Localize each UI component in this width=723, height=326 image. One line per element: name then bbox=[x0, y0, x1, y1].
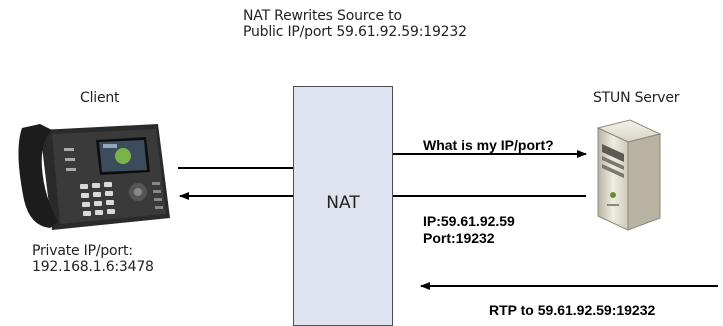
title-line-1: NAT Rewrites Source to bbox=[243, 8, 402, 24]
response-ip: IP:59.61.92.59 bbox=[423, 213, 515, 229]
private-ip-value: 192.168.1.6:3478 bbox=[32, 259, 154, 275]
server-icon bbox=[596, 119, 662, 231]
response-port: Port:19232 bbox=[423, 230, 495, 246]
nat-box bbox=[293, 86, 393, 326]
stun-server-label: STUN Server bbox=[593, 90, 680, 106]
request-message: What is my IP/port? bbox=[423, 137, 554, 153]
ip-phone-icon bbox=[18, 124, 170, 230]
nat-label: NAT bbox=[326, 193, 360, 213]
client-label: Client bbox=[80, 90, 120, 106]
title-line-2: Public IP/port 59.61.92.59:19232 bbox=[243, 24, 467, 40]
rtp-message: RTP to 59.61.92.59:19232 bbox=[489, 302, 656, 318]
private-ip-label: Private IP/port: bbox=[32, 243, 133, 259]
